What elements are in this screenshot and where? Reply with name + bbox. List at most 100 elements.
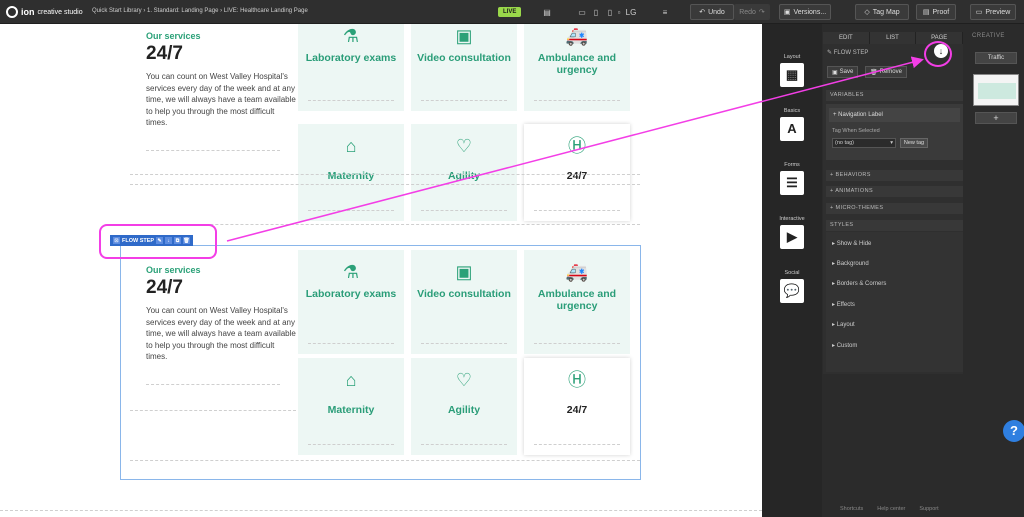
style-row-layout[interactable]: ▸ Layout: [832, 322, 855, 328]
rail-item-social[interactable]: Social 💬: [772, 270, 812, 303]
desktop-view-icon[interactable]: ▭: [578, 7, 586, 17]
style-row-background[interactable]: ▸ Background: [832, 261, 869, 267]
service-tile[interactable]: ⚗ Laboratory exams: [298, 24, 404, 111]
service-tile[interactable]: ▣ Video consultation: [411, 24, 517, 111]
app-logo[interactable]: ion creative studio: [6, 6, 83, 18]
support-link[interactable]: Support: [919, 506, 939, 512]
mobile-view-icon[interactable]: ▯: [607, 7, 613, 17]
rail-item-interactive[interactable]: Interactive ▶: [772, 216, 812, 249]
edit-icon[interactable]: ✎: [156, 237, 164, 244]
breadcrumb[interactable]: Quick Start Library › 1. Standard: Landi…: [92, 8, 308, 14]
video-doctor-icon: ▣: [455, 262, 473, 282]
tag-when-selected-label: Tag When Selected: [832, 128, 880, 134]
divider: [534, 444, 620, 445]
service-tile[interactable]: ▣ Video consultation: [411, 250, 517, 354]
flow-step-selection[interactable]: [120, 245, 641, 480]
style-row-borders[interactable]: ▸ Borders & Corners: [832, 281, 887, 287]
service-tile[interactable]: ⚗ Laboratory exams: [298, 250, 404, 354]
animations-section[interactable]: + ANIMATIONS: [826, 186, 963, 197]
divider: [534, 100, 620, 101]
tab-page[interactable]: PAGE: [916, 32, 964, 44]
tile-label: Agility: [447, 170, 481, 182]
flow-step-toolbar[interactable]: ⊡ FLOW STEP ✎ ↓ ⧉ 🗑: [110, 235, 194, 246]
style-row-show-hide[interactable]: ▸ Show & Hide: [832, 241, 872, 247]
creative-thumbnail[interactable]: [973, 74, 1019, 106]
shortcuts-link[interactable]: Shortcuts: [840, 506, 864, 512]
rail-item-layout[interactable]: Layout ▦: [772, 54, 812, 87]
service-tile[interactable]: 🚑 Ambulance and urgency: [524, 250, 630, 354]
redo-button[interactable]: Redo↷: [734, 4, 770, 20]
remove-button[interactable]: 🗑Remove: [865, 66, 907, 78]
tab-edit[interactable]: EDIT: [823, 32, 870, 44]
tag-select[interactable]: (no tag) ▾: [832, 138, 896, 148]
new-tag-button[interactable]: New tag: [900, 138, 928, 148]
service-tile[interactable]: ♡ Agility: [411, 124, 517, 221]
tag-map-button[interactable]: ◇Tag Map: [855, 4, 909, 20]
tile-label: Maternity: [327, 404, 375, 416]
divider: [130, 460, 640, 461]
annotation-highlight: [924, 41, 952, 67]
layout-icon: ▦: [780, 63, 804, 87]
traffic-button[interactable]: Traffic: [975, 52, 1017, 64]
navigation-label-button[interactable]: + Navigation Label: [829, 108, 960, 122]
delete-icon[interactable]: 🗑: [183, 237, 191, 244]
save-icon: ▣: [832, 69, 838, 76]
save-button[interactable]: ▣Save: [827, 66, 859, 78]
creative-heading: CREATIVE: [972, 33, 1005, 39]
top-toolbar: ion creative studio Quick Start Library …: [0, 0, 1024, 24]
h-sign-icon: Ⓗ: [568, 136, 586, 156]
micro-themes-section[interactable]: + MICRO-THEMES: [826, 203, 963, 214]
service-tile[interactable]: 🚑 Ambulance and urgency: [524, 24, 630, 111]
style-row-effects[interactable]: ▸ Effects: [832, 302, 855, 308]
duplicate-icon[interactable]: ⧉: [174, 237, 182, 244]
rail-label: Basics: [783, 108, 801, 114]
page-settings-icon[interactable]: ▤: [543, 7, 551, 17]
small-view-icon[interactable]: ▫: [617, 7, 621, 17]
select-parent-icon[interactable]: ⊡: [113, 237, 120, 244]
preview-button[interactable]: ▭Preview: [970, 4, 1016, 20]
rail-item-basics[interactable]: Basics A: [772, 108, 812, 141]
behaviors-section[interactable]: + BEHAVIORS: [826, 170, 963, 181]
sliders-icon[interactable]: ≡: [662, 7, 668, 17]
tile-label: Laboratory exams: [305, 52, 397, 64]
tile-label: Video consultation: [417, 52, 511, 64]
heart-hands-icon: ♡: [455, 370, 473, 390]
section-b-kicker: Our services: [146, 265, 201, 275]
move-down-icon[interactable]: ↓: [165, 237, 173, 244]
service-tile[interactable]: ⌂ Maternity: [298, 124, 404, 221]
redo-icon: ↷: [758, 9, 765, 16]
tag-map-label: Tag Map: [872, 8, 900, 16]
add-creative-button[interactable]: +: [975, 112, 1017, 124]
service-tile[interactable]: Ⓗ 24/7: [524, 124, 630, 221]
section-b-intro[interactable]: Our services 24/7 You can count on West …: [146, 265, 296, 363]
section-b-description: You can count on West Valley Hospital's …: [146, 306, 296, 361]
service-tile[interactable]: ⌂ Maternity: [298, 358, 404, 455]
editor-canvas[interactable]: Our services 24/7 You can count on West …: [0, 24, 762, 517]
proof-button[interactable]: ▤Proof: [916, 4, 956, 20]
tile-label: Laboratory exams: [305, 288, 397, 300]
style-row-custom[interactable]: ▸ Custom: [832, 343, 858, 349]
versions-label: Versions...: [793, 8, 827, 16]
help-button[interactable]: ?: [1003, 420, 1024, 442]
preview-label: Preview: [985, 8, 1011, 16]
rail-item-forms[interactable]: Forms ☰: [772, 162, 812, 195]
rail-label: Social: [784, 270, 800, 276]
help-center-link[interactable]: Help center: [877, 506, 906, 512]
tab-list[interactable]: LIST: [869, 32, 917, 44]
tile-label: Agility: [447, 404, 481, 416]
tile-label: 24/7: [566, 170, 588, 182]
service-tile[interactable]: Ⓗ 24/7: [524, 358, 630, 455]
proof-icon: ▤: [922, 9, 930, 16]
undo-button[interactable]: ↶Undo: [690, 4, 734, 20]
form-icon: ☰: [780, 171, 804, 195]
properties-panel: ✎ FLOW STEP ▣Save 🗑Remove VARIABLES + Na…: [823, 44, 963, 374]
section-a-intro[interactable]: Our services 24/7 You can count on West …: [146, 31, 296, 129]
divider: [421, 210, 507, 211]
versions-button[interactable]: ▣Versions...: [779, 4, 831, 20]
rail-label: Forms: [784, 162, 800, 168]
tablet-view-icon[interactable]: ▯: [593, 7, 599, 17]
service-tile[interactable]: ♡ Agility: [411, 358, 517, 455]
chat-icon: 💬: [780, 279, 804, 303]
device-size-label[interactable]: LG: [625, 7, 637, 17]
video-doctor-icon: ▣: [455, 26, 473, 46]
